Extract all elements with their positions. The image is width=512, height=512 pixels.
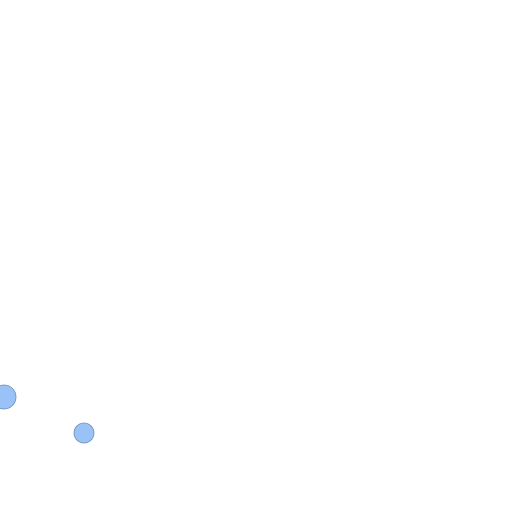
marker-layer <box>0 384 95 444</box>
marker-1[interactable] <box>0 384 17 410</box>
marker-2[interactable] <box>73 422 95 444</box>
